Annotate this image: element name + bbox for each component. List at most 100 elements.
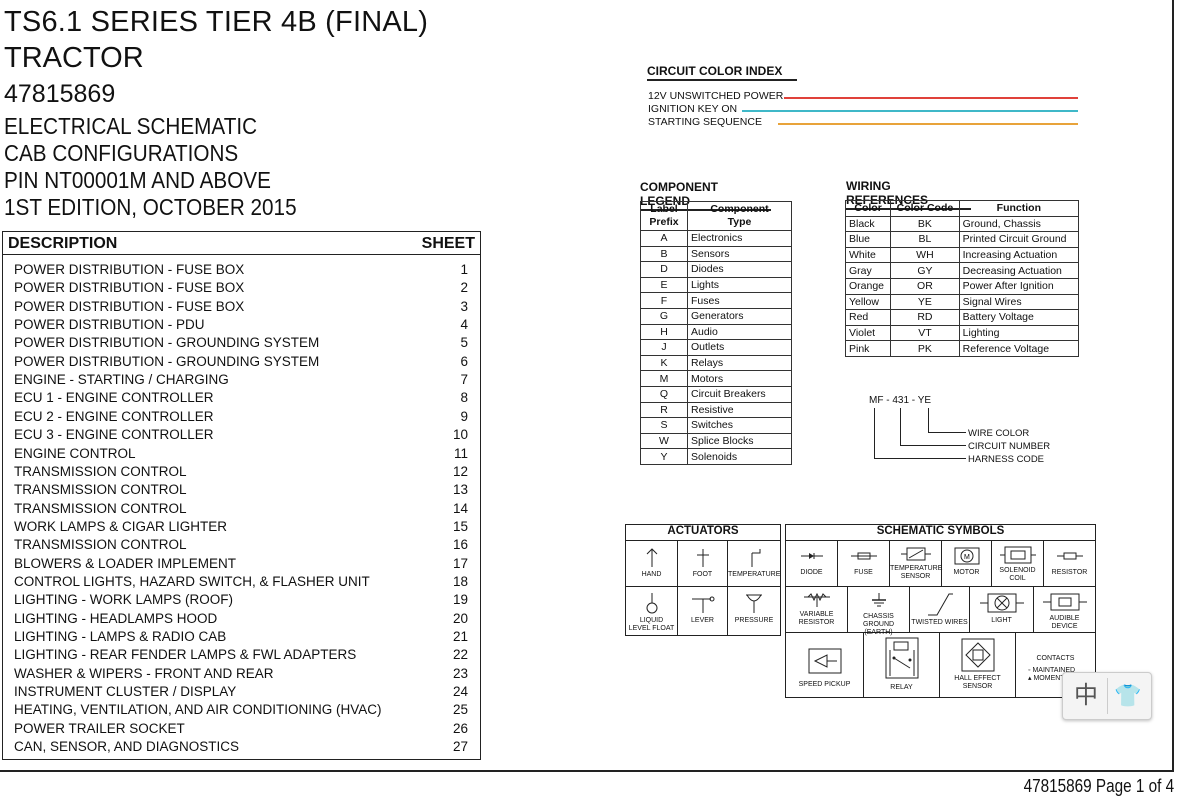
contacts-symbol: CONTACTS ◦ MAINTAINED ▴ MOMENTARY	[1016, 633, 1095, 697]
pressure-actuator: PRESSURE	[728, 587, 780, 635]
contents-sheet-number: 15	[452, 518, 468, 534]
contents-description: INSTRUMENT CLUSTER / DISPLAY	[14, 684, 237, 700]
twisted-wires-symbol: TWISTED WIRES	[910, 587, 970, 633]
contents-description: POWER DISTRIBUTION - FUSE BOX	[14, 298, 245, 314]
motor-symbol: M MOTOR	[942, 541, 992, 587]
wiring-color: Blue	[844, 231, 892, 248]
legend-type: Electronics	[687, 230, 792, 247]
actuators-title: ACTUATORS	[626, 525, 780, 541]
wiring-code: PK	[890, 340, 960, 357]
contents-description: ECU 1 - ENGINE CONTROLLER	[14, 390, 214, 406]
contents-description: ENGINE - STARTING / CHARGING	[14, 372, 229, 388]
wiring-color: White	[844, 246, 892, 264]
hand-actuator: HAND	[626, 541, 678, 587]
circuit-leader	[900, 445, 966, 446]
legend-prefix: S	[640, 417, 688, 434]
circuit-color-line	[742, 110, 1078, 112]
contents-sheet-number: 7	[460, 372, 468, 388]
contents-sheet-number: 1	[460, 262, 468, 277]
legend-type: Lights	[687, 276, 792, 294]
sheet-header: SHEET	[421, 235, 475, 252]
contents-sheet-number: 22	[452, 647, 468, 663]
legend-type: Switches	[687, 417, 792, 434]
legend-type: Generators	[687, 307, 792, 325]
schematic-symbols-panel: SCHEMATIC SYMBOLS DIODE FUSE TEMPERATURE…	[785, 524, 1096, 698]
legend-prefix: F	[640, 292, 688, 309]
legend-prefix: D	[640, 261, 688, 278]
svg-text:M: M	[964, 554, 970, 561]
document-title-line2: TRACTOR	[4, 42, 144, 74]
contents-sheet-number: 2	[460, 280, 468, 296]
wiring-color: Red	[844, 309, 892, 326]
speed-pickup-icon	[808, 648, 841, 674]
wiring-color: Gray	[844, 262, 892, 279]
contents-description: ECU 3 - ENGINE CONTROLLER	[14, 427, 214, 443]
foot-icon	[696, 549, 709, 567]
contents-header: DESCRIPTION SHEET	[3, 232, 480, 255]
chinese-input-button[interactable]: 中	[1074, 682, 1098, 709]
twisted-wires-icon	[927, 593, 953, 616]
legend-prefix: R	[640, 401, 688, 419]
circuit-color-label: IGNITION KEY ON	[648, 103, 738, 115]
skin-shirt-icon[interactable]: 👕	[1107, 678, 1148, 714]
hand-icon	[646, 548, 657, 567]
resistor-symbol: RESISTOR	[1044, 541, 1095, 587]
legend-type: Outlets	[687, 339, 792, 356]
wiring-color: Violet	[844, 324, 892, 342]
legend-prefix: Y	[640, 448, 688, 465]
legend-prefix: G	[640, 307, 688, 325]
contents-description: LIGHTING - REAR FENDER LAMPS & FWL ADAPT…	[14, 647, 357, 663]
circuit-leader	[900, 408, 901, 445]
legend-type: Motors	[687, 370, 792, 387]
speed-pickup-symbol: SPEED PICKUP	[786, 633, 864, 697]
wiring-color: Orange	[844, 277, 892, 295]
contents-sheet-number: 26	[452, 720, 468, 736]
contents-sheet-number: 24	[452, 684, 468, 700]
contents-description: TRANSMISSION CONTROL	[14, 482, 187, 498]
legend-type: Audio	[687, 323, 792, 341]
legend-type: Fuses	[687, 292, 792, 309]
contents-sheet-number: 19	[452, 592, 468, 608]
contents-description: ENGINE CONTROL	[14, 445, 136, 461]
contents-table: DESCRIPTION SHEET POWER DISTRIBUTION - F…	[2, 231, 481, 760]
legend-type: Splice Blocks	[687, 432, 792, 450]
wiring-color: Black	[844, 215, 892, 233]
harness-code-label: HARNESS CODE	[968, 454, 1045, 465]
wiring-code: WH	[890, 246, 960, 264]
audible-device-icon	[1042, 593, 1087, 611]
contents-sheet-number: 9	[460, 408, 468, 424]
relay-icon	[885, 637, 918, 679]
wiring-function: Signal Wires	[958, 293, 1080, 311]
contents-sheet-number: 5	[460, 335, 468, 351]
circuit-number-label: CIRCUIT NUMBER	[968, 441, 1051, 452]
harness-code-example: MF - 431 - YE	[869, 395, 932, 406]
contents-sheet-number: 16	[452, 537, 468, 553]
contents-sheet-number: 17	[452, 555, 468, 571]
wiring-code: RD	[890, 309, 960, 326]
contents-description: TRANSMISSION CONTROL	[14, 463, 187, 479]
legend-prefix: W	[640, 432, 688, 450]
